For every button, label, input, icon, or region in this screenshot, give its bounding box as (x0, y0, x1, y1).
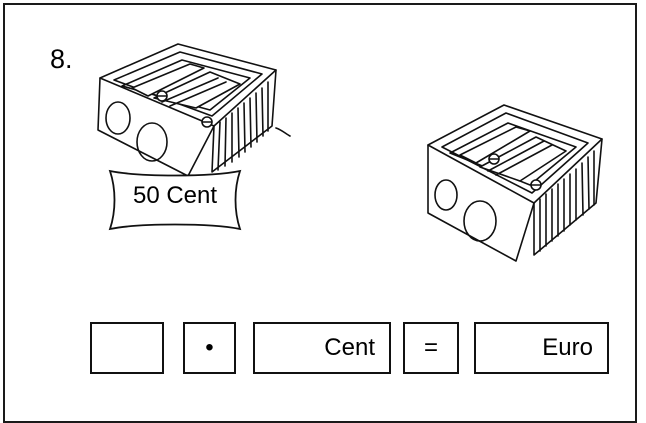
price-label: 50 Cent (132, 182, 218, 209)
unit-cent-label: Cent (324, 334, 375, 361)
unit-euro-label: Euro (542, 334, 593, 361)
answer-box-cent[interactable]: Cent (253, 322, 391, 374)
multiply-box: • (183, 322, 236, 374)
answer-box-count[interactable] (90, 322, 164, 374)
multiply-symbol: • (205, 334, 214, 361)
answer-box-euro[interactable]: Euro (474, 322, 609, 374)
task-number: 8. (50, 44, 73, 74)
equals-symbol: = (423, 334, 438, 361)
price-tag: 50 Cent (100, 167, 250, 233)
pencil-sharpener-icon (427, 104, 603, 262)
equals-box: = (403, 322, 459, 374)
pencil-sharpener-icon (97, 43, 291, 177)
